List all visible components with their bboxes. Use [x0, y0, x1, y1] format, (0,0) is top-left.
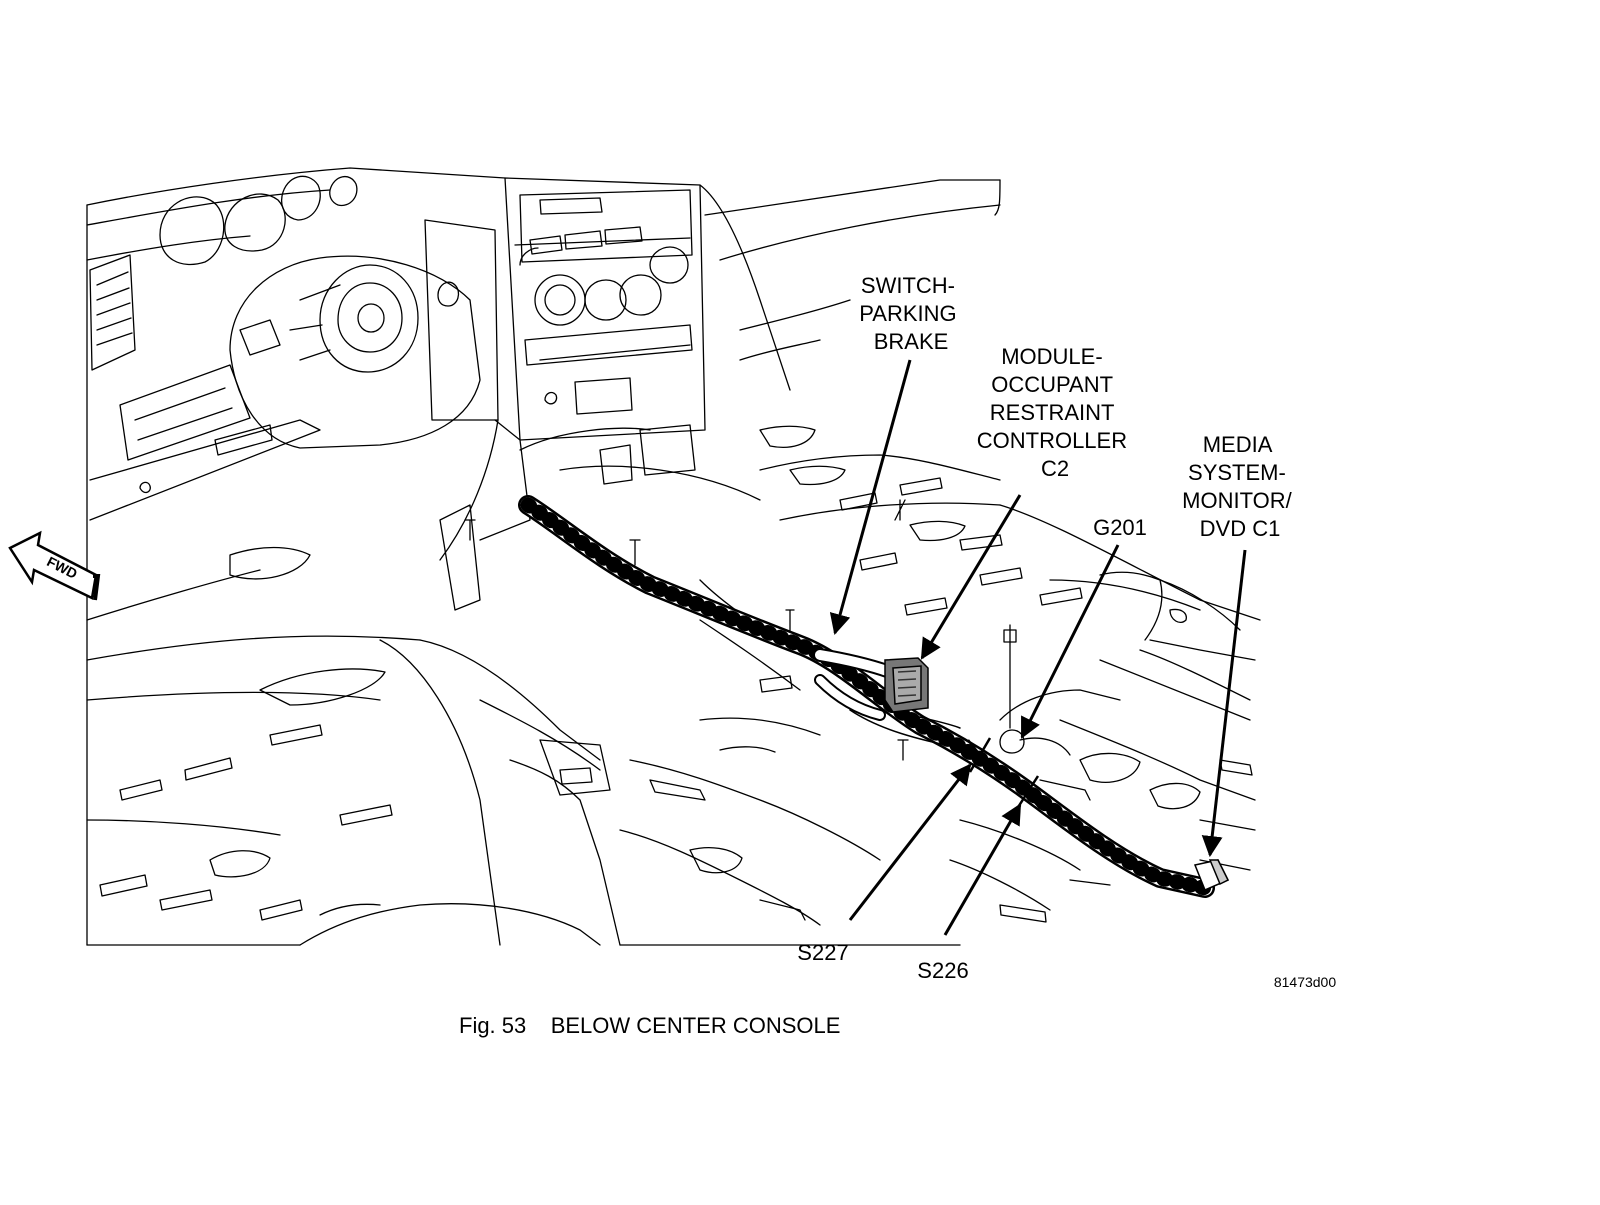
label-switch-parking-brake-line3: BRAKE	[874, 329, 949, 354]
arrow-s226	[943, 803, 1022, 936]
vehicle-line-art	[86, 167, 1261, 946]
label-s226: S226	[917, 958, 968, 983]
label-module-orc-line1: MODULE-	[1001, 344, 1102, 369]
label-module-orc-line5: C2	[1041, 456, 1069, 481]
label-g201: G201	[1093, 515, 1147, 540]
figure-code: 81473d00	[1274, 974, 1337, 990]
fwd-arrow: FWD	[8, 530, 101, 601]
label-media-dvd-line3: MONITOR/	[1182, 488, 1292, 513]
label-module-orc-line4: CONTROLLER	[977, 428, 1127, 453]
arrow-g201	[1020, 544, 1120, 739]
label-media-dvd-line1: MEDIA	[1203, 432, 1273, 457]
label-media-dvd-line2: SYSTEM-	[1188, 460, 1286, 485]
arrow-s227	[848, 763, 972, 921]
label-s227: S227	[797, 940, 848, 965]
label-switch-parking-brake-line2: PARKING	[859, 301, 956, 326]
arrow-module-orc	[920, 494, 1022, 660]
label-module-orc-line2: OCCUPANT	[991, 372, 1112, 397]
label-module-orc-line3: RESTRAINT	[990, 400, 1114, 425]
arrow-switch-parking-brake	[829, 359, 912, 636]
label-media-dvd: MEDIA SYSTEM- MONITOR/ DVD C1	[1182, 432, 1298, 541]
callout-labels: SWITCH- PARKING BRAKE MODULE- OCCUPANT R…	[797, 273, 1336, 990]
s227-splice-mark	[967, 737, 993, 773]
dvd-c1-connector	[1193, 859, 1230, 891]
leader-arrows	[829, 359, 1247, 936]
label-media-dvd-line4: DVD C1	[1200, 516, 1281, 541]
label-module-orc: MODULE- OCCUPANT RESTRAINT CONTROLLER C2	[977, 344, 1133, 481]
figure-caption: Fig. 53 BELOW CENTER CONSOLE	[459, 1013, 841, 1038]
orc-c2-connector	[884, 657, 929, 713]
arrow-media-dvd	[1201, 549, 1247, 858]
label-switch-parking-brake: SWITCH- PARKING BRAKE	[859, 273, 963, 354]
label-switch-parking-brake-line1: SWITCH-	[861, 273, 955, 298]
